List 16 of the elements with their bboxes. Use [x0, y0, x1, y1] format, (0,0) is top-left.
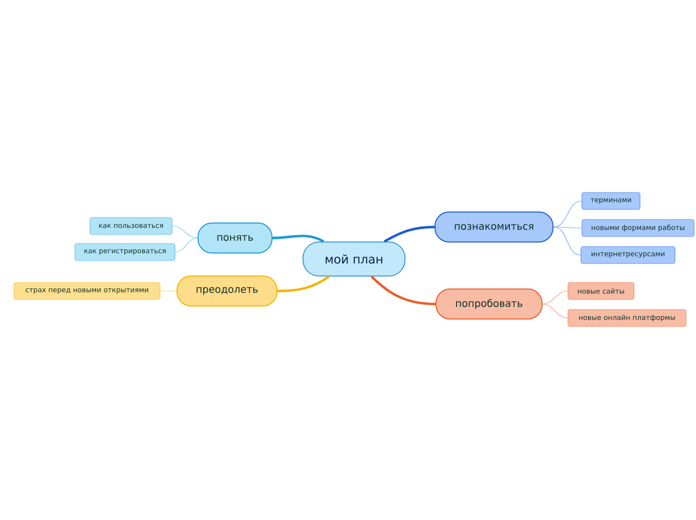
connector: [553, 226, 581, 256]
connector: [160, 290, 177, 292]
topic-box: попробовать: [436, 288, 542, 320]
connector: [542, 304, 568, 318]
connector: [542, 290, 568, 304]
connector: [553, 226, 582, 228]
topic-box: преодолеть: [176, 276, 278, 306]
connector: [370, 276, 436, 306]
topic-box: познакомиться: [434, 212, 554, 242]
central-topic: мой план: [302, 242, 406, 276]
connector: [175, 238, 198, 252]
connector: [384, 226, 435, 243]
connector: [277, 276, 330, 292]
connector: [172, 226, 198, 238]
topic-box: понять: [198, 222, 272, 254]
connector: [272, 234, 324, 243]
